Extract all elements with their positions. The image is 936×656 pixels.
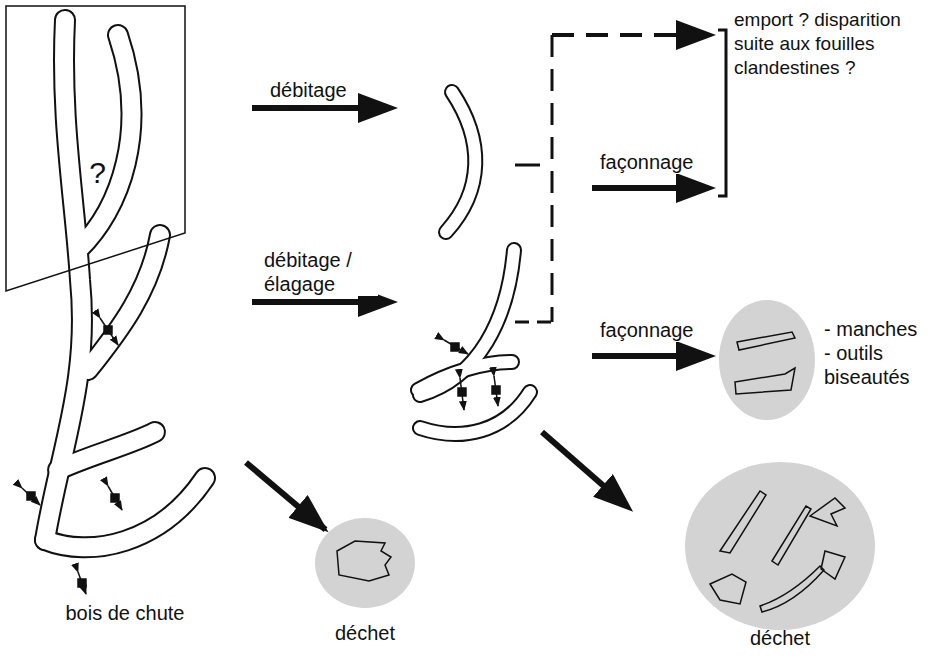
note: emport ? disparition suite aux fouilles … [732,8,932,79]
node-text-holder: déchet [680,458,880,650]
node-text-holder: ? [5,5,190,295]
question-mark: ? [89,155,106,191]
node-label: déchet [335,621,395,645]
product-ellipse: déchet [680,458,880,650]
antler-drawing [45,20,205,547]
node-text-holder: bois de chute [10,300,240,625]
node-text-holder: - manches- outils biseautés [712,295,924,430]
fragment-sketch [735,332,795,394]
zone-box: ? [5,5,190,295]
product-item: - manches [824,317,917,341]
zone-outline [6,6,185,291]
cut-marks [444,340,500,410]
product-ellipse: déchet [310,515,420,645]
process-label: débitage / élagage [262,248,378,296]
fragment-sketch [710,491,845,612]
process-arrow [246,463,325,530]
process-label: façonnage [598,150,695,174]
node-text-holder: déchet [310,515,420,645]
grey-ellipse [712,295,924,430]
process-label: débitage [268,78,349,102]
product-ellipse: - manches- outils biseautés [712,295,924,430]
grey-ellipse [685,462,875,630]
product-item: - outils biseautés [824,341,922,389]
antler-node: bois de chute [10,300,240,625]
zone-outline [5,5,190,295]
antler-fragments [418,92,530,434]
node-label: déchet [750,626,810,650]
grey-ellipse [315,518,415,608]
cut-marks [22,318,122,594]
grey-ellipse [719,300,815,420]
grey-ellipse [680,458,880,650]
node-label: bois de chute [66,601,185,625]
dashed-bracket [515,30,726,322]
process-label: façonnage [598,318,695,342]
fragment-sketch [337,541,391,581]
